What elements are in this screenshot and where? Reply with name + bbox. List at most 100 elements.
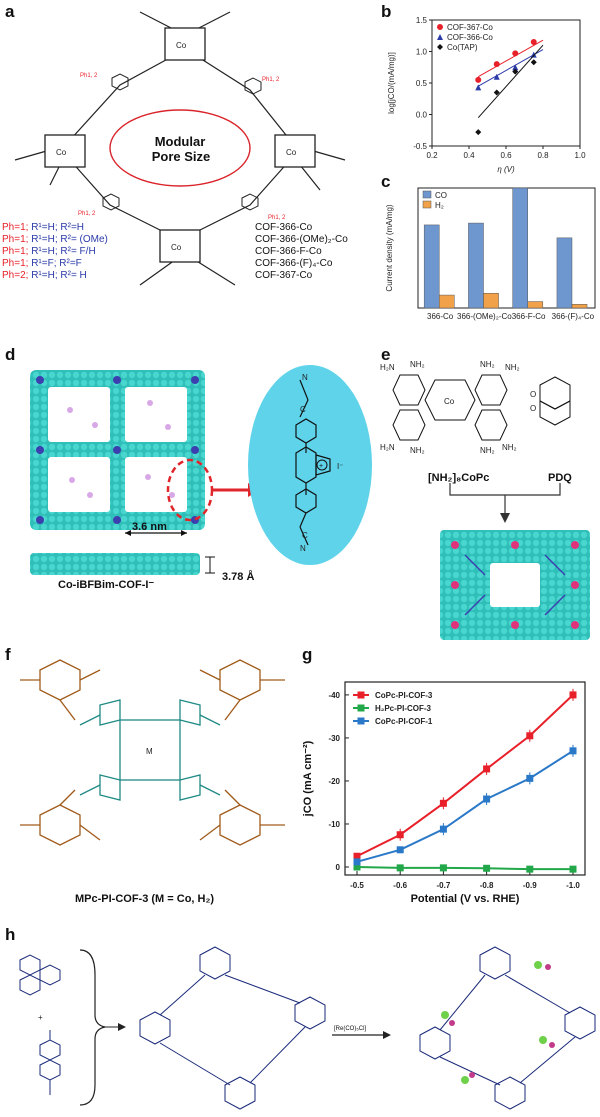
pore xyxy=(125,457,187,512)
x-tick-label: 366-F-Co xyxy=(512,312,546,321)
svg-text:NH₂: NH₂ xyxy=(410,446,425,455)
legend-marker xyxy=(357,717,365,725)
linker-zoom-ellipse xyxy=(248,365,372,565)
data-point xyxy=(526,865,534,873)
x-tick-label: -0.6 xyxy=(393,881,407,890)
panel-d-caption: Co-iBFBim-COF-I⁻ xyxy=(58,579,155,591)
y-tick-label: 1.5 xyxy=(416,16,428,25)
data-point xyxy=(569,691,577,699)
legend-marker xyxy=(357,704,365,712)
x-tick-label: 0.4 xyxy=(463,151,475,160)
bar xyxy=(483,292,499,309)
copc-label: [NH₂]₈CoPc xyxy=(428,472,490,484)
panel-label-d: d xyxy=(5,345,16,364)
y-tick-label: 0.5 xyxy=(416,79,428,88)
re-cof-synthesis-scheme: + xyxy=(19,946,596,1110)
svg-text:NH₂: NH₂ xyxy=(502,443,517,452)
bar xyxy=(556,237,573,309)
legend-label: COF-366-Co xyxy=(447,33,493,42)
x-tick-label: 0.2 xyxy=(426,151,438,160)
x-tick-label: 1.0 xyxy=(574,151,586,160)
linker-ring xyxy=(111,73,129,91)
re-carbonyl-sites xyxy=(441,961,555,1084)
data-point xyxy=(475,76,482,83)
svg-text:NH₂: NH₂ xyxy=(505,363,520,372)
ph-label: Ph1, 2 xyxy=(268,215,286,221)
bar xyxy=(527,301,544,309)
svg-text:C: C xyxy=(302,531,308,540)
svg-text:Co: Co xyxy=(286,148,297,157)
y-axis-label: jCO (mA cm⁻²) xyxy=(302,740,314,817)
x-axis-label: η (V) xyxy=(497,165,515,174)
svg-text:NH₂: NH₂ xyxy=(410,360,425,369)
x-tick-label: -0.5 xyxy=(350,881,364,890)
x-tick-label: 366-(F)₄-Co xyxy=(552,312,595,321)
data-point xyxy=(530,59,537,66)
legend-label: H₂Pc-PI-COF-3 xyxy=(375,704,432,713)
x-tick-label: -1.0 xyxy=(566,881,580,890)
data-point xyxy=(475,129,482,136)
panel-label-e: e xyxy=(381,345,391,364)
series-line xyxy=(356,749,574,863)
cof-names: COF-366-Co COF-366-(OMe)₂-Co COF-366-F-C… xyxy=(255,222,348,282)
panel-label-f: f xyxy=(5,645,11,664)
panel-label-g: g xyxy=(302,645,313,664)
legend-swatch xyxy=(422,190,432,199)
data-point xyxy=(396,831,404,839)
y-tick-label: -0.5 xyxy=(413,142,427,151)
svg-text:N: N xyxy=(300,544,306,553)
data-point xyxy=(483,765,491,773)
series-line xyxy=(356,866,573,871)
svg-text:Co: Co xyxy=(176,41,187,50)
data-point xyxy=(439,864,447,872)
x-tick-label: 0.8 xyxy=(537,151,549,160)
svg-text:N: N xyxy=(302,373,308,382)
legend-label: H₂ xyxy=(435,201,444,210)
data-point xyxy=(483,795,491,803)
svg-text:NH₂: NH₂ xyxy=(480,446,495,455)
data-point xyxy=(569,865,577,873)
pore-label-line1: Modular xyxy=(154,134,206,149)
y-axis-label: log[jCO/(mA/mg)] xyxy=(387,52,396,114)
bar xyxy=(423,224,440,309)
porphyrin-node-left: Co xyxy=(44,134,86,168)
data-point xyxy=(530,39,537,46)
pore-ellipse xyxy=(109,109,251,187)
plot-frame xyxy=(344,681,586,876)
svg-text:O: O xyxy=(530,404,536,413)
linker-ring xyxy=(102,193,120,211)
pore xyxy=(125,387,187,442)
y-tick-label: 1.0 xyxy=(416,48,428,57)
cof-name: COF-366-F-Co xyxy=(255,246,322,257)
svg-text:Co: Co xyxy=(171,243,182,252)
y-tick-label: 0 xyxy=(336,863,341,872)
condition-row: Ph=1; R¹=H; R²=H xyxy=(2,222,85,233)
cof-name: COF-366-(OMe)₂-Co xyxy=(255,234,348,245)
stacked-layers xyxy=(30,553,200,575)
x-tick-label: -0.7 xyxy=(437,881,451,890)
series-line xyxy=(356,694,574,858)
x-axis-label: Potential (V vs. RHE) xyxy=(411,893,520,905)
svg-text:O: O xyxy=(530,390,536,399)
x-tick-label: 0.6 xyxy=(500,151,512,160)
svg-text:M: M xyxy=(146,747,153,756)
condition-row: Ph=1; R¹=H; R²= (OMe) xyxy=(2,234,108,245)
svg-text:Co: Co xyxy=(56,148,67,157)
cof366-structure-diagram: Co Co Co Co xyxy=(14,11,346,286)
bar xyxy=(512,187,528,309)
linker-ring xyxy=(244,77,262,95)
condition-row: Ph=2; R¹=H; R²= H xyxy=(2,270,87,281)
svg-text:H₂N: H₂N xyxy=(380,443,395,452)
y-axis-label: Current density (mA/mg) xyxy=(385,204,394,291)
porphyrin-node-right: Co xyxy=(274,134,316,168)
cof-name: COF-367-Co xyxy=(255,270,313,281)
porphyrin-node-bottom: Co xyxy=(159,229,201,263)
condition-row: Ph=1; R¹=H; R²= F/H xyxy=(2,246,96,257)
pore xyxy=(48,457,110,512)
data-point xyxy=(396,864,404,872)
legend-label: Co(TAP) xyxy=(447,43,478,52)
panel-label-b: b xyxy=(381,2,392,21)
x-tick-label: 366-(OMe)₂-Co xyxy=(457,312,512,321)
svg-text:+: + xyxy=(319,463,323,470)
